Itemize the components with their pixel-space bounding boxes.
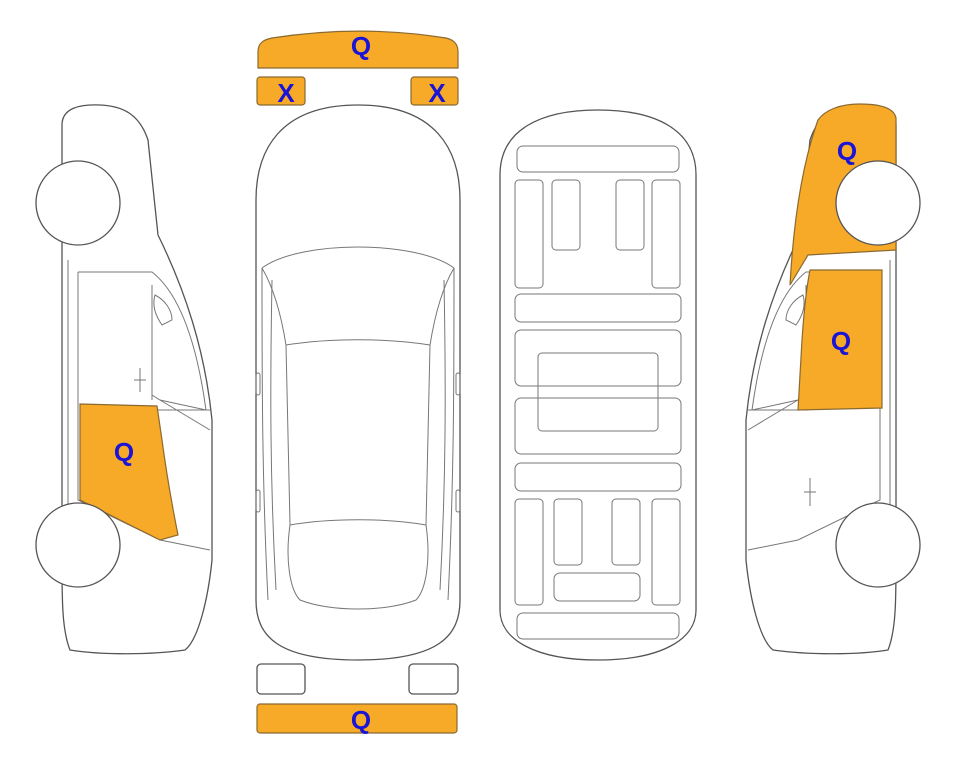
left-rear-wheel [35,502,121,588]
left-rear-door-damage [79,403,179,541]
marker-front-bumper: Q [351,31,371,61]
marker-rear-bumper: Q [351,705,371,735]
marker-right-headlight: X [428,78,446,108]
underside-view [499,109,697,661]
marker-left-headlight: X [277,78,295,108]
left-front-wheel [35,160,121,246]
marker-right-side-front-fender: Q [837,136,857,166]
front-bumper-damage [257,30,459,69]
right-headlight-damage [410,76,459,106]
right-side-view [745,103,921,655]
right-front-door-damage [797,269,883,411]
top-view [255,30,461,734]
right-rear-wheel [835,502,921,588]
marker-right-side-front-door: Q [831,326,851,356]
right-front-wheel [835,160,921,246]
marker-left-side-rear-door: Q [114,437,134,467]
left-side-view [35,104,213,655]
rear-bumper-damage [256,703,458,734]
left-headlight-damage [256,76,306,106]
